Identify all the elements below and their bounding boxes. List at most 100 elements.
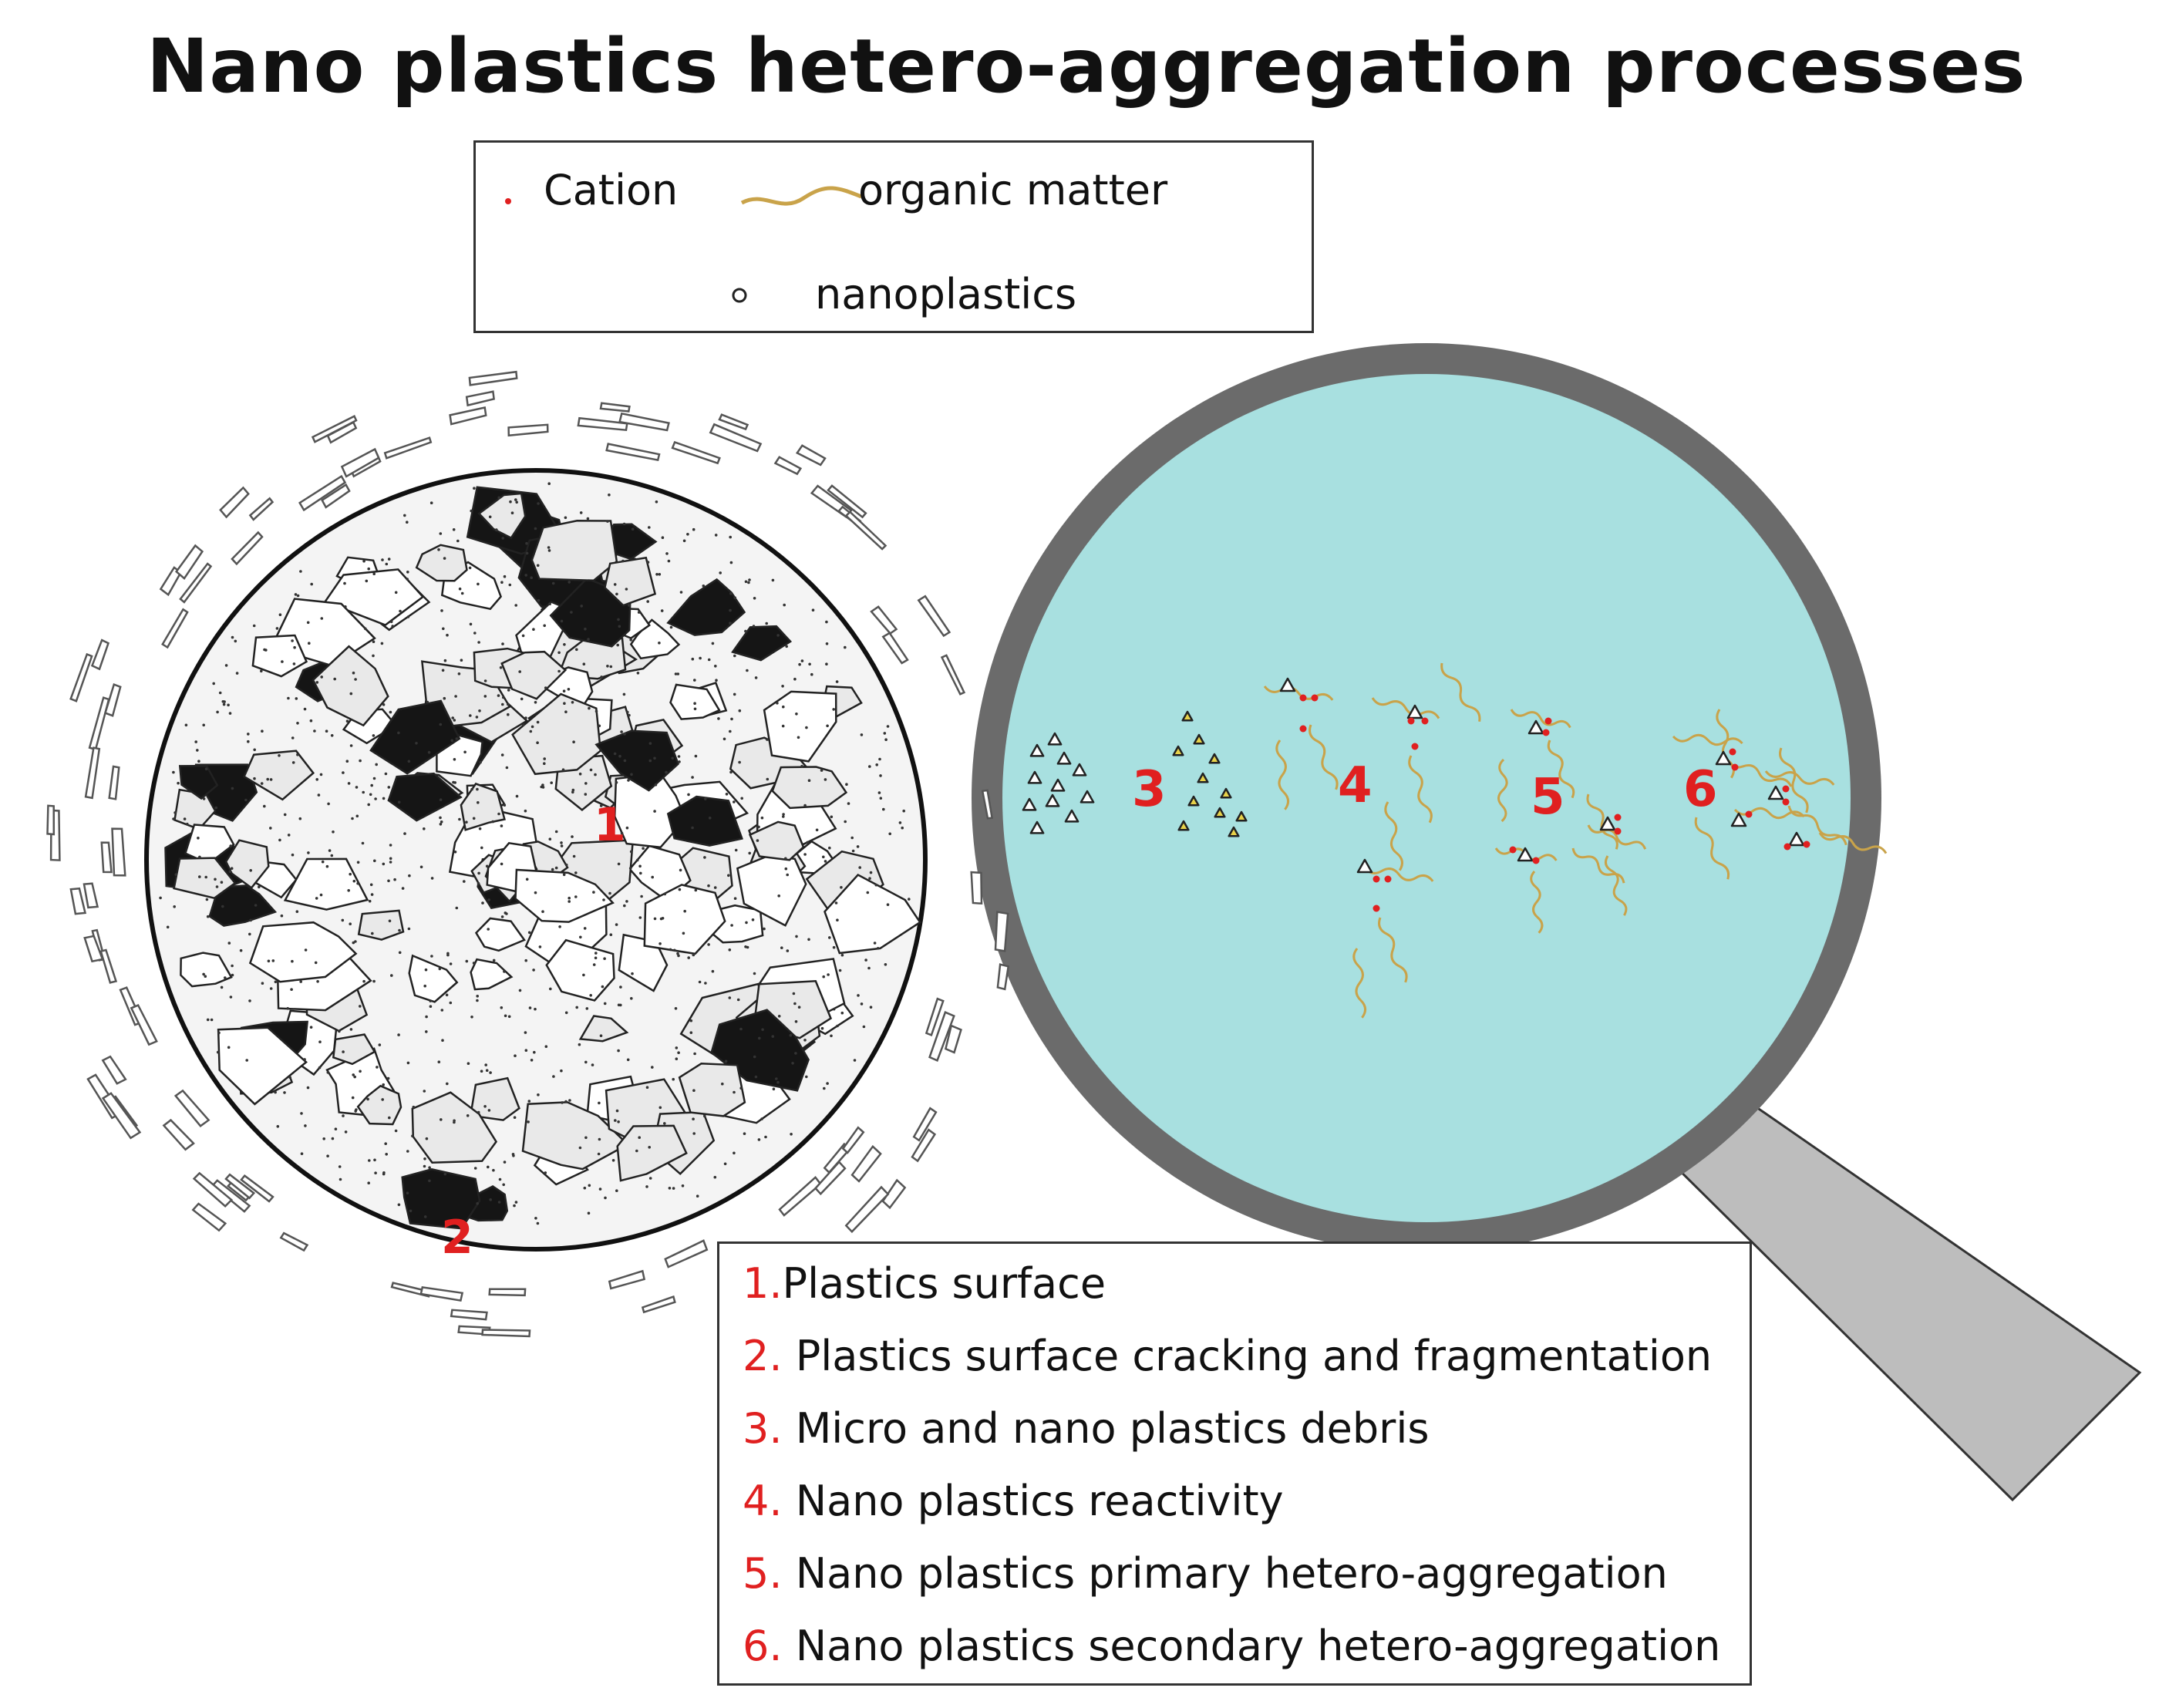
organic-matter-strand <box>1371 697 1440 719</box>
stipple-dot <box>838 969 842 972</box>
stipple-dot <box>214 806 218 810</box>
debris-flake <box>465 390 495 407</box>
stipple-dot <box>455 737 459 740</box>
stipple-dot <box>502 1183 505 1187</box>
debris-flake <box>224 1173 256 1200</box>
debris-flake <box>46 804 56 836</box>
stipple-dot <box>571 790 574 794</box>
stipple-dot <box>669 625 673 629</box>
stipple-dot <box>665 770 668 774</box>
stipple-dot <box>274 980 278 984</box>
stipple-dot <box>609 933 613 936</box>
stipple-dot <box>544 1045 548 1048</box>
debris-flake <box>69 652 93 702</box>
stipple-dot <box>791 1062 794 1065</box>
stipple-dot <box>805 1075 808 1079</box>
stipple-dot <box>294 593 298 596</box>
key-item-5: 5. Nano plastics primary hetero-aggregat… <box>743 1549 1668 1598</box>
stipple-dot <box>307 851 310 854</box>
stipple-dot <box>296 722 299 725</box>
stipple-dot <box>584 782 588 785</box>
stipple-dot <box>823 1086 826 1090</box>
stipple-dot <box>253 777 256 780</box>
debris-flake <box>108 765 120 800</box>
stipple-dot <box>310 582 314 586</box>
stipple-dot <box>438 967 442 971</box>
stipple-dot <box>694 888 698 892</box>
stipple-dot <box>222 702 226 706</box>
stipple-dot <box>500 753 504 756</box>
cation-dot <box>1407 717 1415 725</box>
stipple-dot <box>857 994 860 997</box>
stipple-dot <box>299 570 302 573</box>
stipple-dot <box>369 883 373 887</box>
stipple-dot <box>398 928 401 932</box>
stipple-dot <box>388 1116 391 1120</box>
surface-fragment <box>387 772 463 822</box>
stipple-dot <box>359 1005 362 1008</box>
stipple-dot <box>515 794 519 798</box>
stipple-dot <box>507 713 510 716</box>
stipple-dot <box>592 963 596 966</box>
stipple-dot <box>260 669 263 673</box>
stipple-dot <box>530 576 533 579</box>
organic-matter-strand <box>1497 758 1508 823</box>
stipple-dot <box>689 1031 693 1034</box>
stipple-dot <box>287 834 291 837</box>
stipple-dot <box>359 759 362 763</box>
stipple-dot <box>776 1080 780 1084</box>
stipple-dot <box>568 900 571 903</box>
stipple-dot <box>525 878 529 881</box>
stipple-dot <box>856 845 860 848</box>
marker-6: 6 <box>1683 761 1718 818</box>
stipple-dot <box>564 1011 568 1015</box>
debris-flake <box>850 1144 882 1183</box>
stipple-dot <box>498 1177 502 1181</box>
stipple-dot <box>631 527 635 531</box>
stipple-dot <box>501 537 504 540</box>
stipple-dot <box>794 1052 797 1055</box>
stipple-dot <box>500 862 504 866</box>
stipple-dot <box>456 539 460 543</box>
stipple-dot <box>385 562 389 566</box>
stipple-dot <box>665 552 669 555</box>
stipple-dot <box>224 664 228 667</box>
organic-matter-strand <box>1672 733 1743 746</box>
stipple-dot <box>869 1006 873 1009</box>
debris-flake <box>468 370 518 386</box>
stipple-dot <box>583 1186 587 1190</box>
stipple-dot <box>495 528 498 531</box>
cation-dot <box>1782 798 1790 806</box>
surface-fragment <box>217 1026 308 1106</box>
debris-flake <box>940 654 966 696</box>
nanoplastic-particle <box>1730 812 1747 827</box>
stipple-dot <box>296 753 299 756</box>
stipple-dot <box>349 872 352 876</box>
stipple-dot <box>389 844 392 847</box>
stipple-dot <box>290 988 293 991</box>
stipple-dot <box>513 1116 517 1119</box>
stipple-dot <box>513 1204 516 1208</box>
stipple-dot <box>365 579 369 583</box>
stipple-dot <box>658 642 661 645</box>
surface-fragment <box>178 764 219 800</box>
stipple-dot <box>529 729 533 733</box>
stipple-dot <box>174 873 178 876</box>
stipple-dot <box>446 633 449 637</box>
stipple-dot <box>397 800 401 804</box>
debris-flake <box>450 1309 488 1321</box>
nano-debris-particle <box>1197 772 1209 783</box>
stipple-dot <box>439 823 443 826</box>
stipple-dot <box>269 827 272 830</box>
stipple-dot <box>552 1075 555 1078</box>
stipple-dot <box>355 814 359 818</box>
stipple-dot <box>389 710 392 714</box>
stipple-dot <box>615 781 618 784</box>
cation-dot <box>1373 875 1380 883</box>
cation-dot <box>1745 810 1753 818</box>
organic-matter-strand <box>1787 805 1847 846</box>
cation-dot <box>1783 843 1791 851</box>
stipple-dot <box>878 757 881 761</box>
stipple-dot <box>406 578 409 581</box>
debris-flake <box>219 486 250 519</box>
